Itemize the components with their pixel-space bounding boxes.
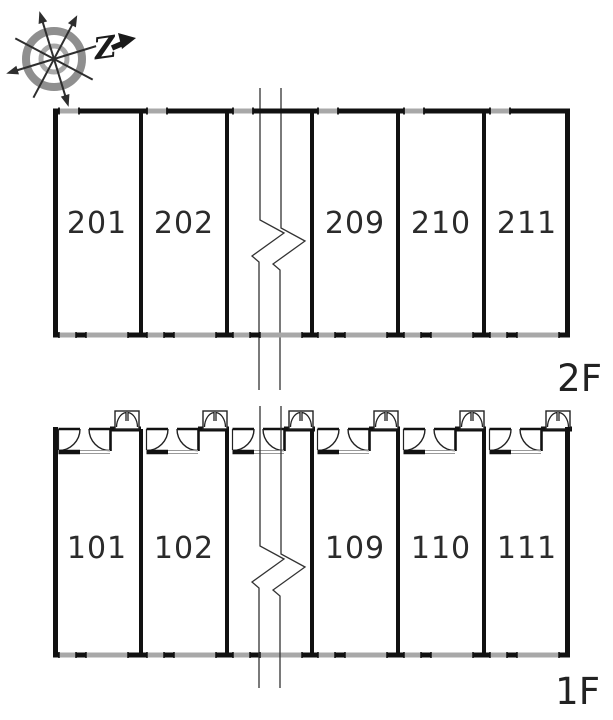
north-indicator: Z [91,29,136,67]
unit-number: 101 [67,531,127,566]
floor-1f: 101 102 109 110 111 1F [53,406,600,713]
2f-unit-numbers: 201 202 209 210 211 [67,206,557,241]
compass-icon: Z [6,11,136,107]
north-arrow-icon [118,33,136,49]
floor-label-2f: 2F [557,357,602,400]
unit-number: 211 [497,206,557,241]
2f-unit-dividers [139,111,486,335]
floor-label-1f: 1F [555,670,600,713]
break-line-2f [250,88,307,390]
break-line-1f [250,406,307,688]
unit-number: 201 [67,206,127,241]
1f-unit-dividers [139,429,486,653]
unit-number: 210 [411,206,471,241]
1f-unit-numbers: 101 102 109 110 111 [67,531,557,566]
unit-number: 209 [325,206,385,241]
unit-number: 102 [154,531,214,566]
unit-number: 110 [411,531,471,566]
unit-number: 111 [497,531,557,566]
compass-needles [6,11,97,107]
unit-number: 109 [325,531,385,566]
unit-number: 202 [154,206,214,241]
1f-entry-modules [59,411,573,454]
floor-2f: 201 202 209 210 211 2F [53,88,602,400]
1f-outer-walls [53,427,570,658]
